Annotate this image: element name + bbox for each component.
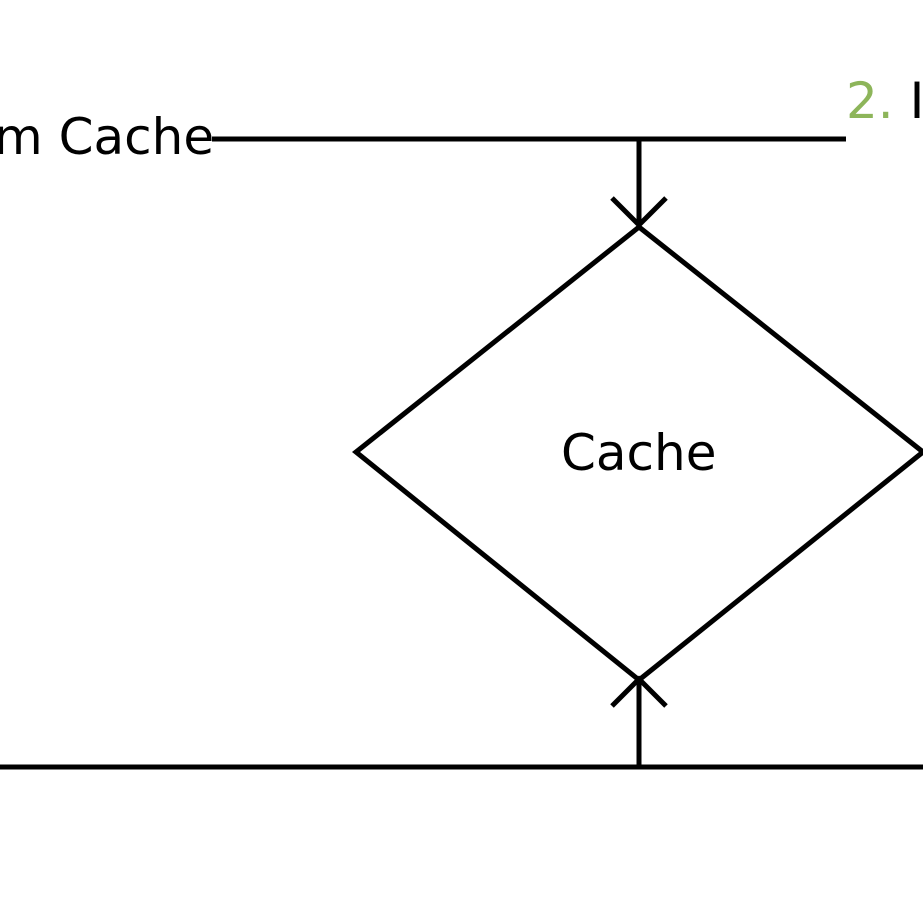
step-label: 2. I	[846, 76, 923, 126]
step-number: 2.	[846, 72, 894, 130]
top-left-label: m Cache	[0, 108, 215, 166]
cache-diamond-label: Cache	[561, 424, 717, 482]
step-text: I	[909, 72, 923, 130]
